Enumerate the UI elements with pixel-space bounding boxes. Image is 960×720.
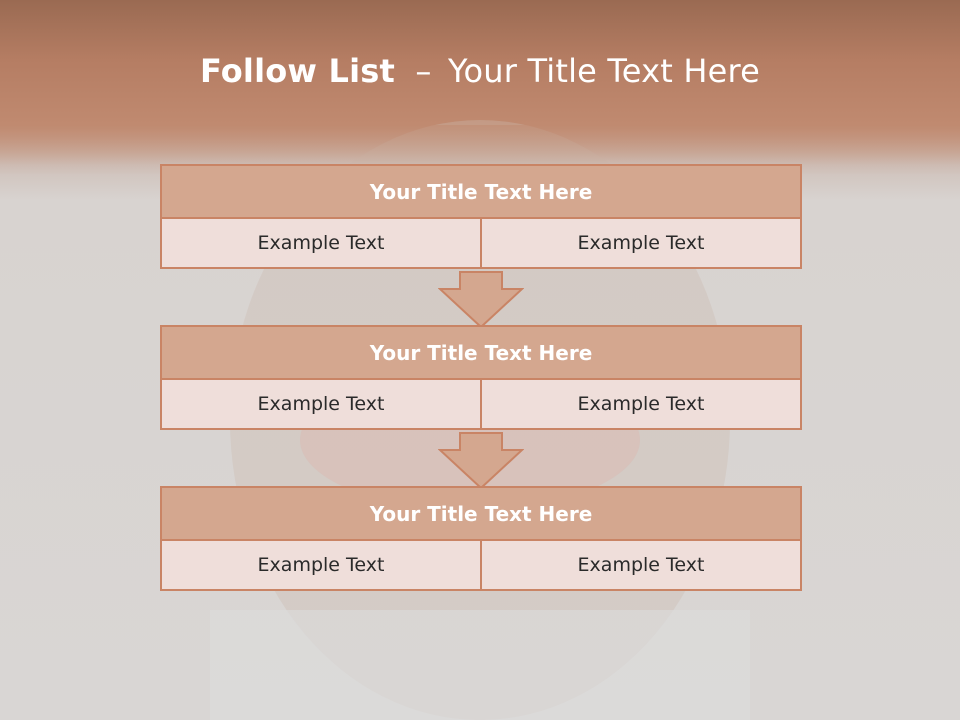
list-block-1: Your Title Text Here Example Text Exampl… [160, 164, 802, 269]
block-cell-left: Example Text [160, 219, 482, 269]
block-cell-right: Example Text [482, 541, 802, 591]
block-cell-left: Example Text [160, 541, 482, 591]
title-dash: – [415, 52, 432, 90]
title-bold-part: Follow List [199, 52, 396, 90]
block-cell-right: Example Text [482, 380, 802, 430]
down-arrow-icon [438, 271, 524, 329]
block-row: Example Text Example Text [160, 541, 802, 591]
block-row: Example Text Example Text [160, 380, 802, 430]
block-row: Example Text Example Text [160, 219, 802, 269]
block-header: Your Title Text Here [160, 325, 802, 380]
block-cell-left: Example Text [160, 380, 482, 430]
list-block-3: Your Title Text Here Example Text Exampl… [160, 486, 802, 591]
title-rest: Your Title Text Here [448, 52, 761, 90]
block-cell-right: Example Text [482, 219, 802, 269]
slide-title: Follow List – Your Title Text Here [0, 52, 960, 90]
down-arrow-icon [438, 432, 524, 490]
block-header: Your Title Text Here [160, 164, 802, 219]
block-header: Your Title Text Here [160, 486, 802, 541]
list-block-2: Your Title Text Here Example Text Exampl… [160, 325, 802, 430]
